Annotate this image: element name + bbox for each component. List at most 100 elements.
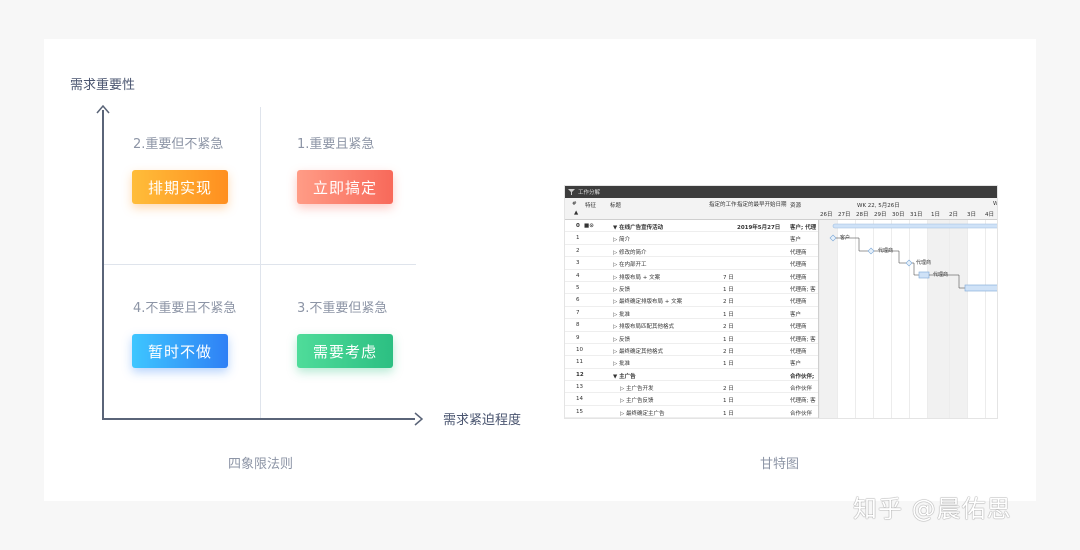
gantt-bars	[829, 223, 997, 292]
milestone-diamond[interactable]	[829, 234, 837, 242]
row-resource: 客户; 代理	[790, 225, 817, 231]
gantt-timeline: 客户 代理商 代理商 代理商	[818, 220, 997, 418]
row-num: 4	[576, 272, 580, 279]
col-feature[interactable]: 特征	[585, 203, 597, 209]
do-now-button[interactable]: 立即搞定	[297, 170, 393, 204]
table-row[interactable]: 1▷ 简介客户	[565, 232, 818, 245]
x-axis-arrow-icon	[414, 412, 423, 426]
milestone-diamond[interactable]	[905, 259, 913, 267]
row-num: 5	[576, 284, 580, 291]
watermark: 知乎 @晨佑思	[853, 495, 1012, 523]
day-label: 30日	[892, 212, 905, 218]
col-num[interactable]: #	[572, 201, 577, 207]
row-title: ▷ 最终确定主广告	[620, 410, 665, 417]
row-title: ▷ 简介	[613, 237, 630, 244]
summary-bar[interactable]	[832, 223, 997, 229]
day-label: 31日	[910, 212, 923, 218]
day-column	[967, 220, 985, 418]
row-title: ▷ 主广告开发	[620, 386, 654, 393]
col-title[interactable]: 标题	[610, 203, 622, 209]
quadrant-label-not-important-not-urgent: 4.不重要且不紧急	[133, 301, 237, 316]
col-start[interactable]: 指定的最早开始日期	[737, 202, 787, 208]
row-title: ▷ 批准	[613, 311, 630, 318]
table-row[interactable]: 2▷ 修改的简介代理商	[565, 245, 818, 258]
row-title: ▷ 排版布局匹配其他格式	[613, 324, 674, 331]
row-title: ▷ 排版布局 + 文案	[613, 274, 661, 281]
col-effort[interactable]: 指定的工作	[709, 202, 737, 208]
day-label: 4日	[985, 212, 994, 218]
row-num: 10	[576, 346, 583, 353]
row-effort: 2 日	[723, 324, 734, 331]
schedule-button[interactable]: 排期实现	[132, 170, 228, 204]
gantt-titlebar: 工作分解	[565, 186, 997, 198]
consider-button[interactable]: 需要考虑	[297, 334, 393, 368]
x-axis-title: 需求紧迫程度	[443, 413, 522, 428]
day-column	[873, 220, 891, 418]
quadrant-label-important-urgent: 1.重要且紧急	[297, 137, 375, 152]
row-num: 14	[576, 396, 583, 403]
row-start: 2019年5月27日	[737, 225, 781, 231]
table-row[interactable]: 3▷ 在内部开工代理商	[565, 257, 818, 270]
day-column	[927, 220, 949, 418]
sort-asc-icon[interactable]: ▲	[574, 210, 579, 216]
skip-button[interactable]: 暂时不做	[132, 334, 228, 368]
row-effort: 1 日	[723, 311, 734, 318]
day-column	[837, 220, 855, 418]
day-column	[855, 220, 873, 418]
row-resource: 客户	[790, 311, 802, 318]
row-resource: 客户	[790, 361, 802, 368]
y-axis-title: 需求重要性	[70, 78, 136, 93]
quadrant-label-important-not-urgent: 2.重要但不紧急	[133, 137, 224, 152]
row-title: ▷ 主广告反馈	[620, 398, 654, 405]
row-num: 1	[576, 235, 580, 242]
milestone-diamond[interactable]	[867, 247, 875, 255]
day-label: 26日	[820, 212, 833, 218]
row-title: ▷ 反馈	[613, 286, 630, 293]
row-effort: 7 日	[723, 274, 734, 281]
row-resource: 代理商	[790, 249, 807, 256]
col-resource[interactable]: 资源	[790, 203, 802, 209]
row-resource: 合作伙伴	[790, 410, 813, 417]
row-title: ▷ 修改的简介	[613, 249, 647, 256]
x-axis	[102, 418, 415, 420]
row-effort: 2 日	[723, 299, 734, 306]
matrix-caption: 四象限法则	[228, 457, 294, 472]
row-effort: 2 日	[723, 348, 734, 355]
table-row[interactable]: 12▼ 主广告合作伙伴;	[565, 369, 818, 382]
week-label: WK 22, 5月26日	[857, 203, 900, 209]
y-axis-arrow-icon	[96, 105, 110, 114]
row-resource: 代理商; 客	[790, 398, 816, 405]
day-label: 1日	[931, 212, 940, 218]
quadrant-divider-horizontal	[104, 264, 416, 265]
day-label: 27日	[838, 212, 851, 218]
table-row[interactable]: 14 ▷ 主广告反馈 1 日 代理商; 客	[565, 393, 818, 406]
row-effort: 1 日	[723, 336, 734, 343]
week-label-next: W	[993, 201, 997, 207]
row-title: ▼ 在线广告宣传活动	[613, 225, 664, 231]
row-title: ▷ 批准	[613, 361, 630, 368]
day-label: 28日	[856, 212, 869, 218]
gantt-window: 工作分解 # ▲ 特征 标题 指定的工作 指定的最早开始日期 资源 WK 22,…	[565, 186, 997, 418]
row-resource: 代理商; 客	[790, 286, 816, 293]
row-num: 12	[576, 371, 584, 378]
row-num: 13	[576, 384, 583, 391]
task-bar[interactable]	[964, 284, 997, 292]
row-num: 15	[576, 408, 583, 415]
filter-icon	[568, 189, 575, 195]
gantt-header: # ▲ 特征 标题 指定的工作 指定的最早开始日期 资源 WK 22, 5月26…	[565, 198, 997, 220]
row-resource: 代理商	[790, 348, 807, 355]
row-effort: 1 日	[723, 398, 734, 405]
row-feature-icon: ■⊙	[584, 223, 594, 229]
